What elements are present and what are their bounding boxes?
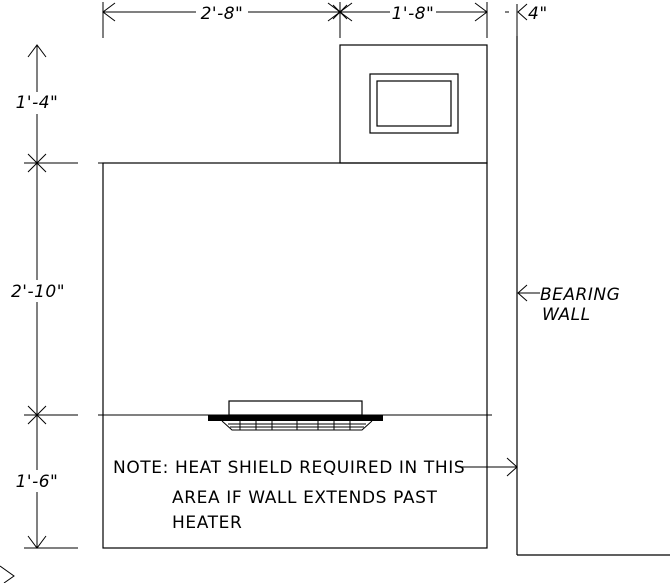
bearing-wall-callout xyxy=(517,284,540,302)
note-line2: AREA IF WALL EXTENDS PAST xyxy=(172,488,437,508)
callout-line2: WALL xyxy=(542,305,591,325)
note-line3: HEATER xyxy=(172,513,242,533)
dim-top-right: 1'-8" xyxy=(392,4,435,24)
top-dimension xyxy=(102,2,528,38)
dim-top-left: 2'-8" xyxy=(201,4,244,24)
heater-unit xyxy=(208,400,383,431)
dim-left-bottom: 1'-6" xyxy=(16,472,59,492)
vent-box xyxy=(339,44,488,164)
corner-mark xyxy=(0,565,15,583)
dim-top-wall: 4" xyxy=(528,4,548,24)
note-leader xyxy=(462,457,518,477)
dim-left-top: 1'-4" xyxy=(16,93,59,113)
callout-line1: BEARING xyxy=(540,285,620,305)
bearing-wall xyxy=(516,36,670,556)
note-line1: NOTE: HEAT SHIELD REQUIRED IN THIS xyxy=(113,458,465,478)
dim-left-middle: 2'-10" xyxy=(11,282,65,302)
